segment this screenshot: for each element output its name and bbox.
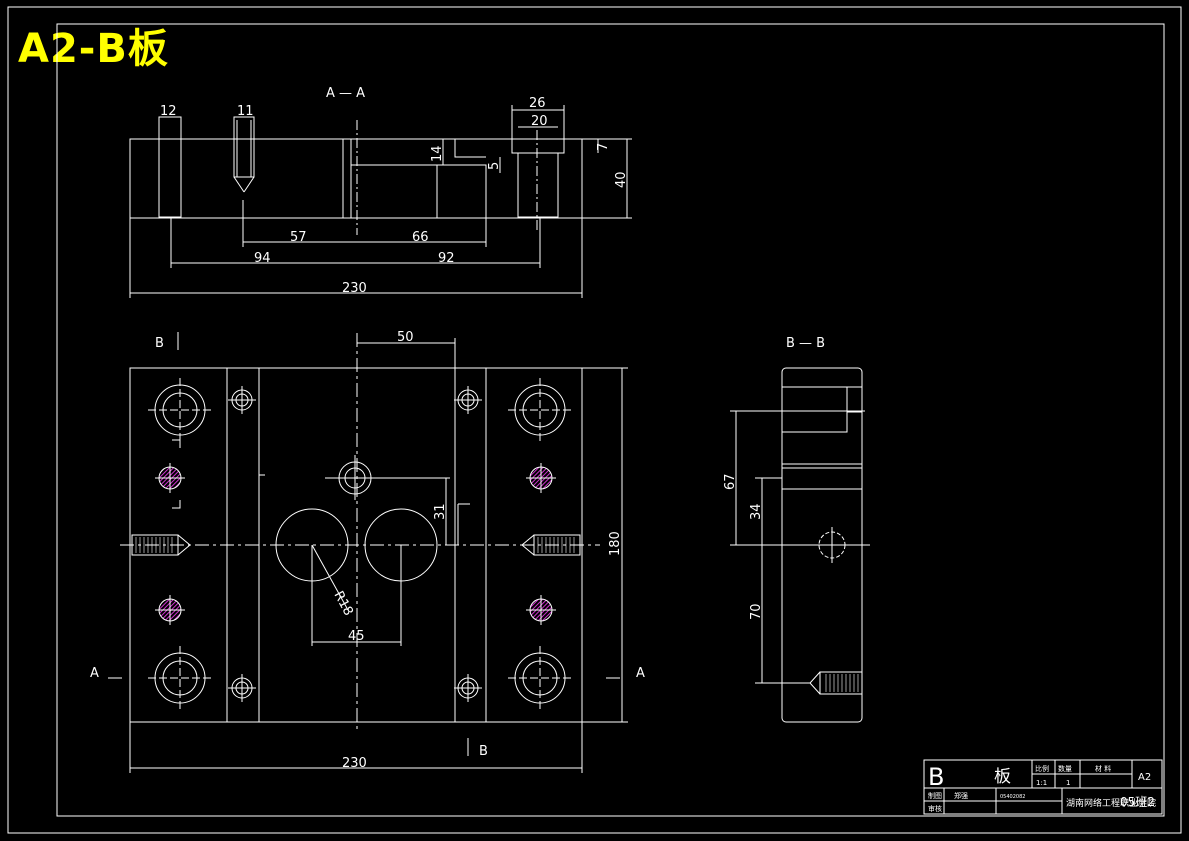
tb-qty-header: 数量	[1058, 764, 1072, 773]
tb-school: 湖南网络工程职业学院	[1066, 797, 1156, 809]
title-block-text: B 板 比例 数量 材 料 1:1 1 A2 制图 审核 郑强 05402082…	[928, 763, 1156, 813]
dim-57: 57	[290, 230, 307, 245]
section-bb-view	[730, 367, 870, 723]
dim-180: 180	[608, 531, 623, 556]
dim-20: 20	[531, 114, 548, 129]
tb-student-id: 05402082	[1000, 794, 1025, 800]
tb-drawer: 郑强	[954, 792, 968, 800]
dim-12: 12	[160, 104, 177, 119]
tb-drawn-label: 制图	[928, 791, 942, 800]
dim-70: 70	[749, 603, 764, 620]
dim-r18: R18	[330, 589, 355, 619]
drawing-title: A2-B板	[18, 26, 169, 72]
tb-material-header: 材 料	[1095, 764, 1111, 773]
cut-mark-a-right: A	[636, 666, 645, 681]
tb-scale: 1:1	[1036, 779, 1047, 787]
dim-7: 7	[596, 143, 611, 151]
dim-5: 5	[487, 162, 502, 170]
sheet-border	[7, 6, 1182, 834]
dim-66: 66	[412, 230, 429, 245]
dim-94: 94	[254, 251, 271, 266]
dim-11: 11	[237, 104, 254, 119]
dim-92: 92	[438, 251, 455, 266]
dim-31: 31	[433, 503, 448, 520]
plan-view-labels: B B A A 50 31 R18 45 180 230	[90, 330, 645, 771]
section-aa-label: A — A	[326, 86, 365, 101]
cut-mark-a-left: A	[90, 666, 99, 681]
section-aa-dimensions: 12 11 26 20 7 14 5 40 57 66 94 92 230	[160, 96, 629, 296]
tb-sheet-size: A2	[1138, 772, 1151, 783]
section-bb-labels: B — B 67 34 70	[723, 336, 825, 620]
drawing-frame	[56, 23, 1165, 817]
plan-view	[108, 332, 628, 773]
tb-qty: 1	[1066, 779, 1070, 787]
dim-34: 34	[749, 503, 764, 520]
dim-50: 50	[397, 330, 414, 345]
dim-230-bottom: 230	[342, 756, 367, 771]
tb-scale-header: 比例	[1035, 764, 1049, 773]
tb-part-name: 板	[994, 767, 1011, 787]
title-block	[923, 759, 1163, 815]
section-aa-view: A — A	[129, 86, 632, 298]
tb-part-letter: B	[928, 763, 944, 791]
dim-67: 67	[723, 473, 738, 490]
tb-checked-label: 审核	[928, 804, 942, 813]
dim-45: 45	[348, 629, 365, 644]
section-bb-label: B — B	[786, 336, 825, 351]
hatched-pin-holes	[155, 463, 556, 625]
cut-mark-b-bottom: B	[479, 744, 488, 759]
tb-drawing-number: 05班2	[1120, 795, 1155, 809]
dim-26: 26	[529, 96, 546, 111]
dim-14: 14	[430, 145, 445, 162]
cut-mark-b-top: B	[155, 336, 164, 351]
dim-40: 40	[614, 171, 629, 188]
dim-230-top: 230	[342, 281, 367, 296]
